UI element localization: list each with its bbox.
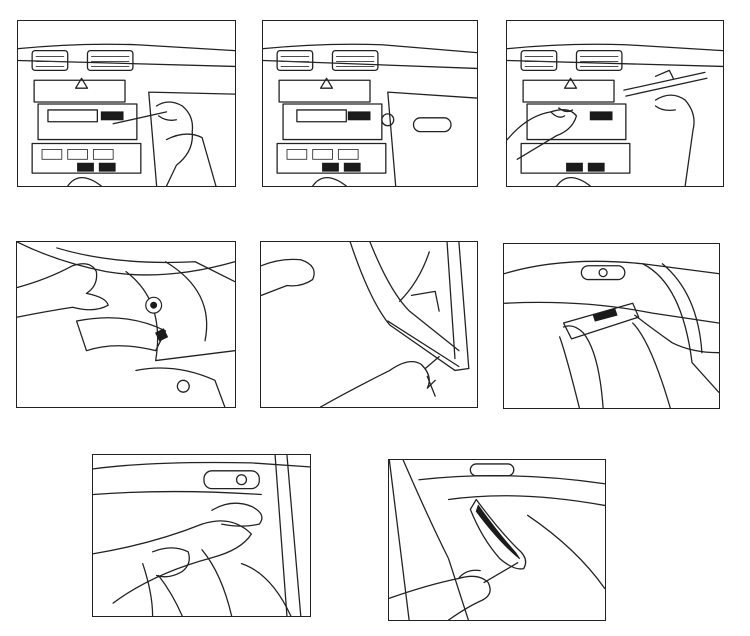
step-5-panel <box>260 241 478 408</box>
door-grab-handle-icon <box>389 460 605 620</box>
step-2-panel <box>262 20 478 187</box>
dashboard-panel-lift-icon <box>507 43 723 186</box>
dashboard-clip-icon <box>263 43 477 186</box>
step-6-panel <box>503 243 720 409</box>
step-7-panel <box>92 454 311 617</box>
dashboard-pry-tool-icon <box>18 43 235 186</box>
door-switch-pry-icon <box>17 242 235 407</box>
step-4-panel <box>16 241 236 408</box>
step-8-panel <box>388 459 606 621</box>
step-1-panel <box>17 20 236 187</box>
door-handle-bezel-icon <box>504 260 719 408</box>
step-3-panel <box>506 20 724 187</box>
door-trim-edge-pry-icon <box>261 242 470 407</box>
door-armrest-icon <box>93 455 310 616</box>
